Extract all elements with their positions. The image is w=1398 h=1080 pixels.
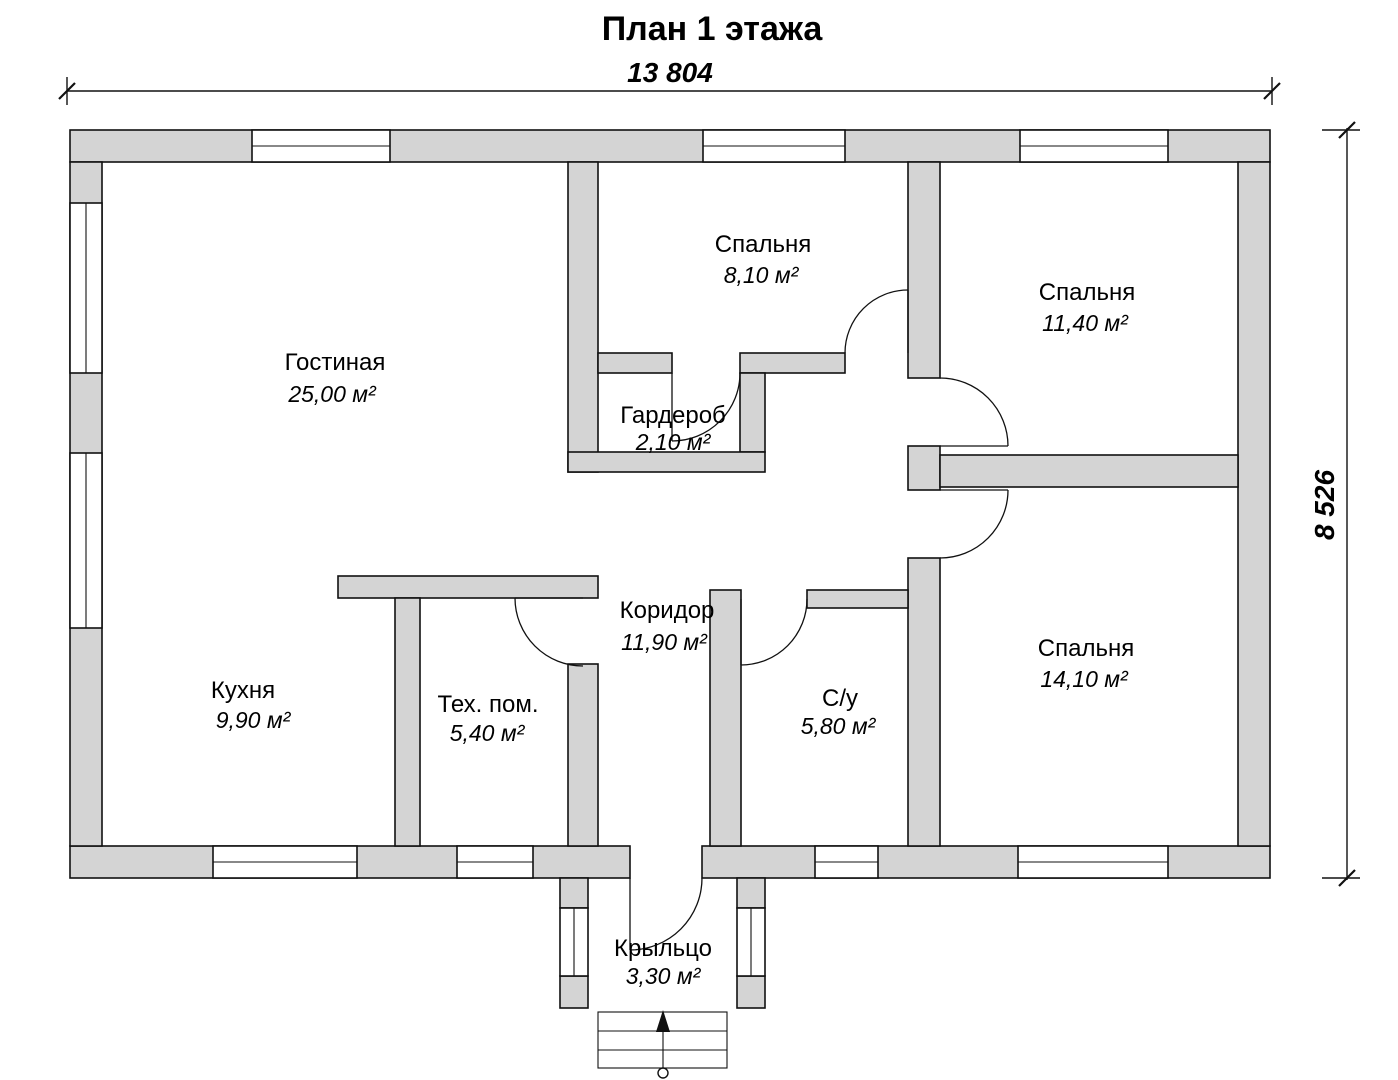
door-arc-entrance [629, 877, 703, 951]
wall-outer-right [1237, 161, 1271, 847]
room-corridor-area: 11,90 м² [621, 629, 708, 655]
porch-wall-left-bottom [559, 975, 589, 1009]
room-bathroom-name: С/у [822, 685, 858, 712]
room-bathroom-area: 5,80 м² [801, 713, 877, 739]
wall-wardrobe-right [739, 372, 766, 453]
wall-center-vertical-b [907, 445, 941, 491]
porch-wall-right-bottom [736, 975, 766, 1009]
dimension-tick [1338, 121, 1356, 139]
wall-center-vertical-a [907, 161, 941, 379]
porch-wall-left-top [559, 877, 589, 909]
room-bedroom2-name: Спальня [1039, 279, 1135, 306]
room-tech-name: Тех. пом. [438, 691, 539, 718]
wall-bedroom2-bedroom3 [939, 454, 1239, 488]
wall-outer-bottom-right [701, 845, 1271, 879]
wall-tech-corridor [567, 663, 599, 847]
dimension-top: 13 804 [58, 57, 1281, 105]
room-tech-area: 5,40 м² [450, 720, 526, 746]
page-title: План 1 этажа [602, 10, 824, 48]
room-kitchen-area: 9,90 м² [216, 707, 292, 733]
wall-wardrobe-bottom [567, 451, 766, 473]
wall-bedroom1-bottom-b [739, 352, 846, 374]
room-living-area: 25,00 м² [287, 381, 377, 407]
door-arc-bath [740, 598, 808, 666]
windows [69, 129, 1169, 977]
door-arc-bedroom1 [844, 289, 909, 354]
wall-kitchen-tech [394, 597, 421, 847]
room-bedroom1-area: 8,10 м² [724, 262, 800, 288]
entry-arrow-head [656, 1010, 670, 1032]
wall-living-kitchen [337, 575, 599, 599]
dimension-tick [1338, 869, 1356, 887]
entry-arrow-origin [657, 1067, 669, 1079]
room-labels: Гостиная 25,00 м² Спальня 8,10 м² Спальн… [211, 231, 1135, 989]
wall-bath-top [806, 589, 909, 609]
wall-center-vertical-c [907, 557, 941, 847]
wall-bath-left [709, 589, 742, 847]
dimension-right: 8 526 [1309, 121, 1360, 887]
door-arc-bedroom2 [939, 377, 1009, 447]
porch-steps [597, 1010, 728, 1079]
dimension-width-label: 13 804 [627, 57, 713, 88]
room-wardrobe-name: Гардероб [620, 402, 726, 429]
dimension-tick [1263, 82, 1281, 100]
doors [514, 289, 1009, 951]
room-bedroom3-name: Спальня [1038, 635, 1134, 662]
room-wardrobe-area: 2,10 м² [635, 429, 712, 455]
dimension-tick [58, 82, 76, 100]
wall-bedroom1-bottom-a [597, 352, 673, 374]
room-porch-name: Крыльцо [614, 935, 712, 962]
room-porch-area: 3,30 м² [626, 963, 702, 989]
porch-wall-right-top [736, 877, 766, 909]
dimension-height-label: 8 526 [1309, 470, 1340, 540]
wall-living-bedroom1 [567, 161, 599, 473]
room-corridor-name: Коридор [620, 597, 715, 624]
room-living-name: Гостиная [285, 349, 386, 376]
room-bedroom1-name: Спальня [715, 231, 811, 258]
room-kitchen-name: Кухня [211, 677, 275, 704]
door-arc-wardrobe [671, 372, 741, 442]
room-bedroom2-area: 11,40 м² [1042, 310, 1129, 336]
door-arc-bedroom3 [939, 489, 1009, 559]
door-arc-tech [514, 597, 584, 667]
room-bedroom3-area: 14,10 м² [1040, 666, 1129, 692]
